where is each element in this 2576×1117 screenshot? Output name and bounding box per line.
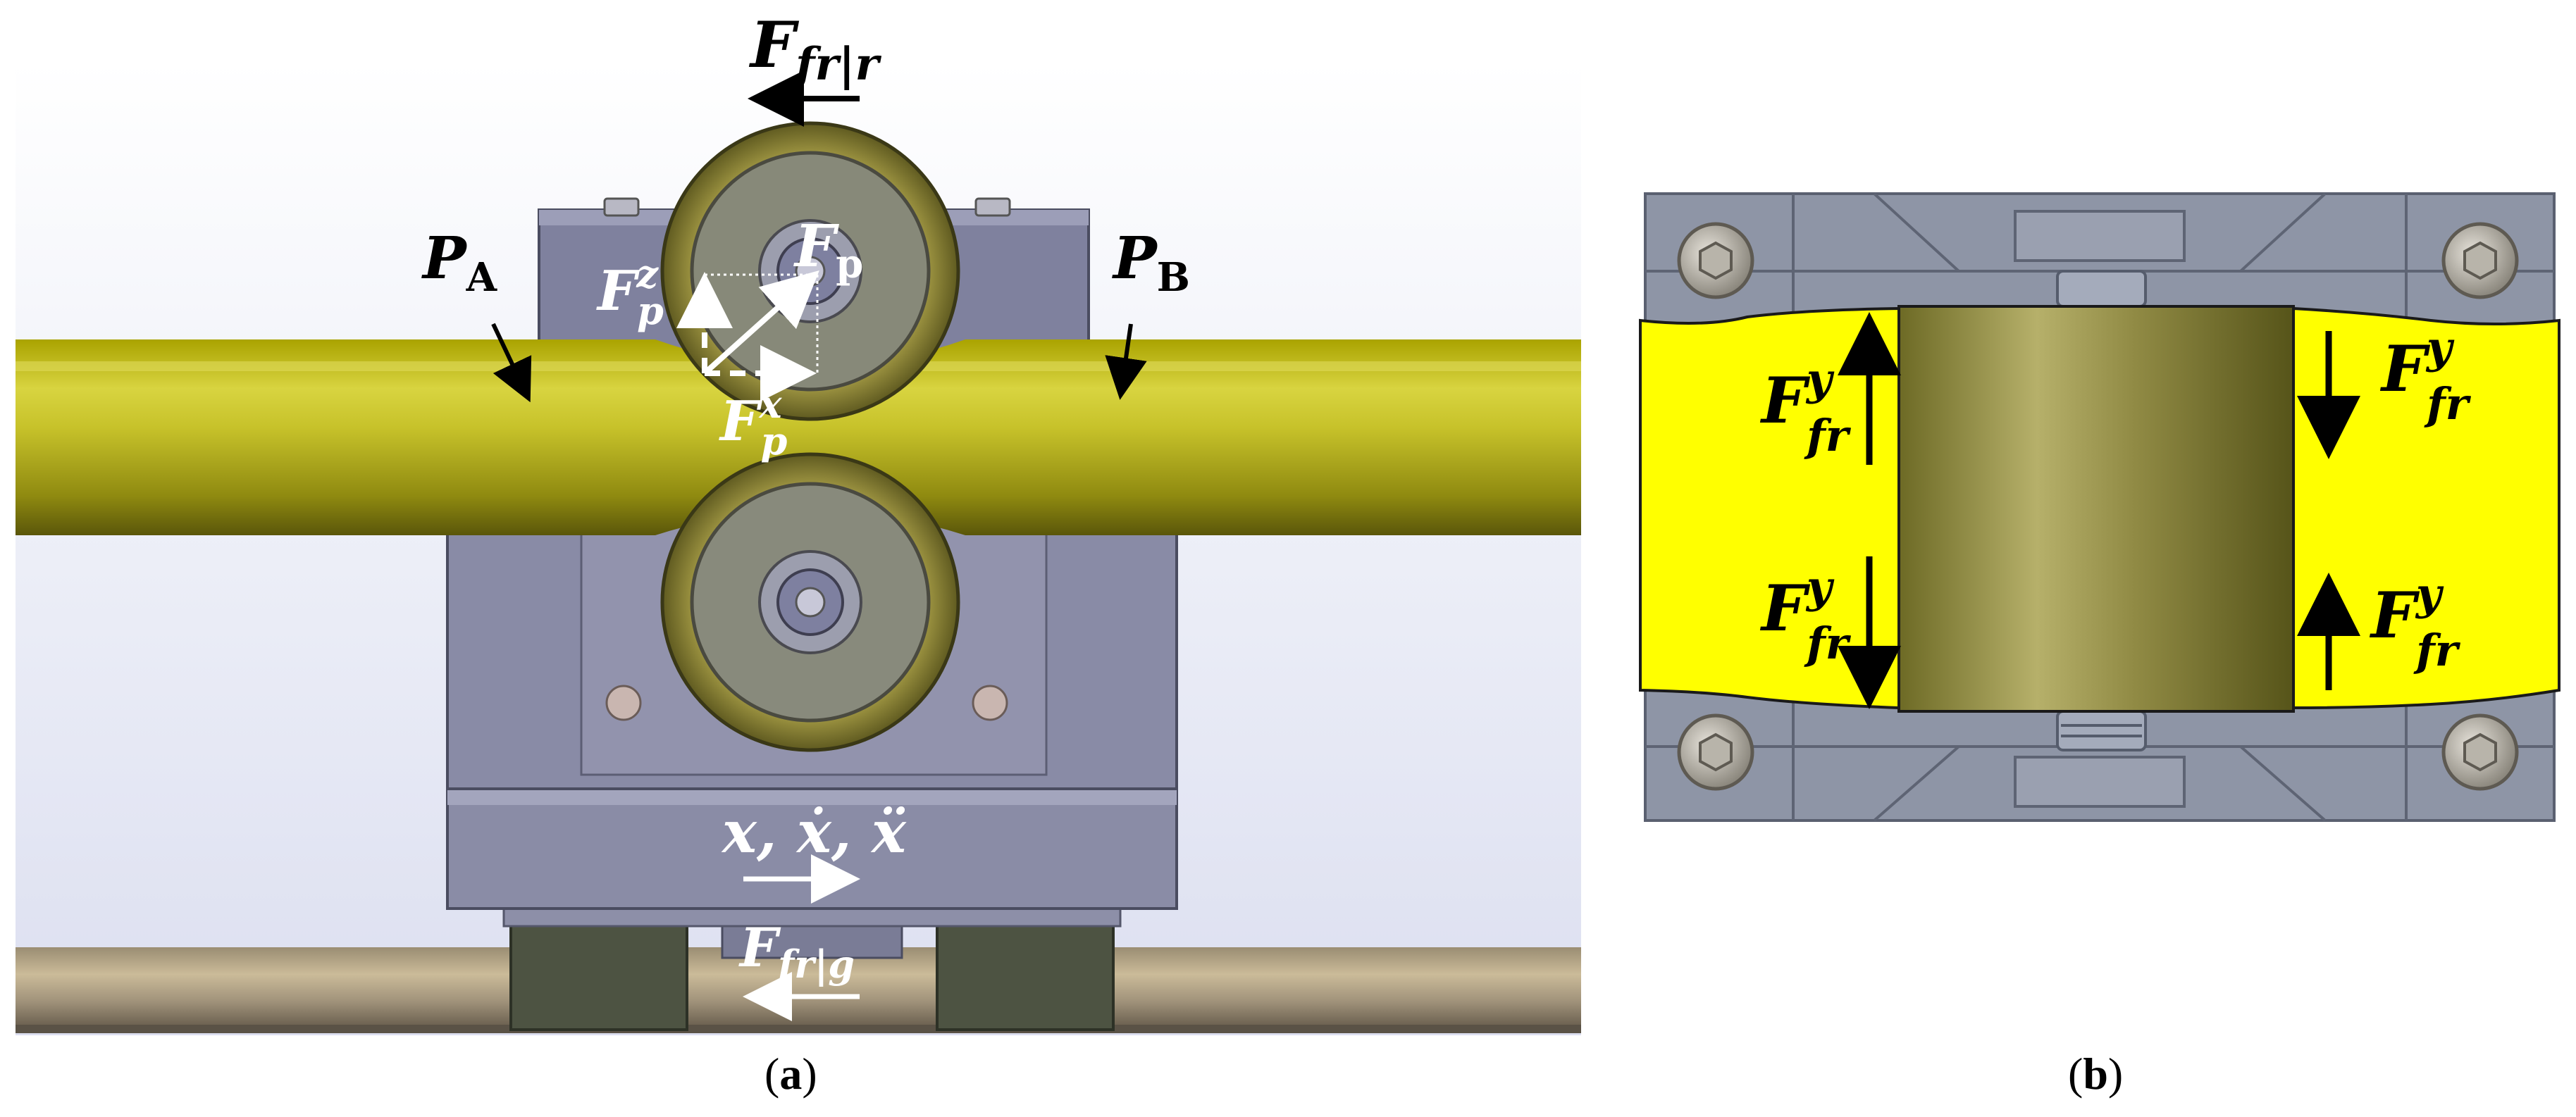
carriage-foot-left (509, 923, 688, 1031)
fp-resultant-arrow (702, 270, 819, 375)
bolt-top-right (2441, 222, 2519, 299)
p-b-arrow (1105, 323, 1147, 400)
pin-left (605, 685, 642, 721)
shaft-top (2056, 270, 2147, 308)
caption-b: (b) (2068, 1049, 2124, 1099)
bolt-bottom-left (1677, 713, 1754, 791)
force-decomposition (676, 270, 819, 401)
caption-a: (a) (764, 1049, 817, 1099)
bolt-top-left (1677, 222, 1754, 299)
lower-roller (660, 452, 960, 752)
label-f-fr-g: Ffr|g (738, 916, 855, 987)
ground-rail (16, 947, 1581, 1025)
label-f-p: Fp (793, 213, 863, 287)
p-a-arrow (491, 323, 532, 403)
label-p-a: PA (421, 225, 498, 301)
roller-b (1897, 305, 2295, 713)
shaft-bottom (2056, 710, 2147, 751)
carriage-foot-right (936, 923, 1115, 1031)
pin-right (972, 685, 1008, 721)
label-p-b: PB (1112, 225, 1190, 301)
label-motion: x, ẋ, ẍ (721, 799, 907, 866)
bolt-bottom-right (2441, 713, 2519, 791)
label-f-fr-r: Ffr|r (748, 8, 881, 91)
